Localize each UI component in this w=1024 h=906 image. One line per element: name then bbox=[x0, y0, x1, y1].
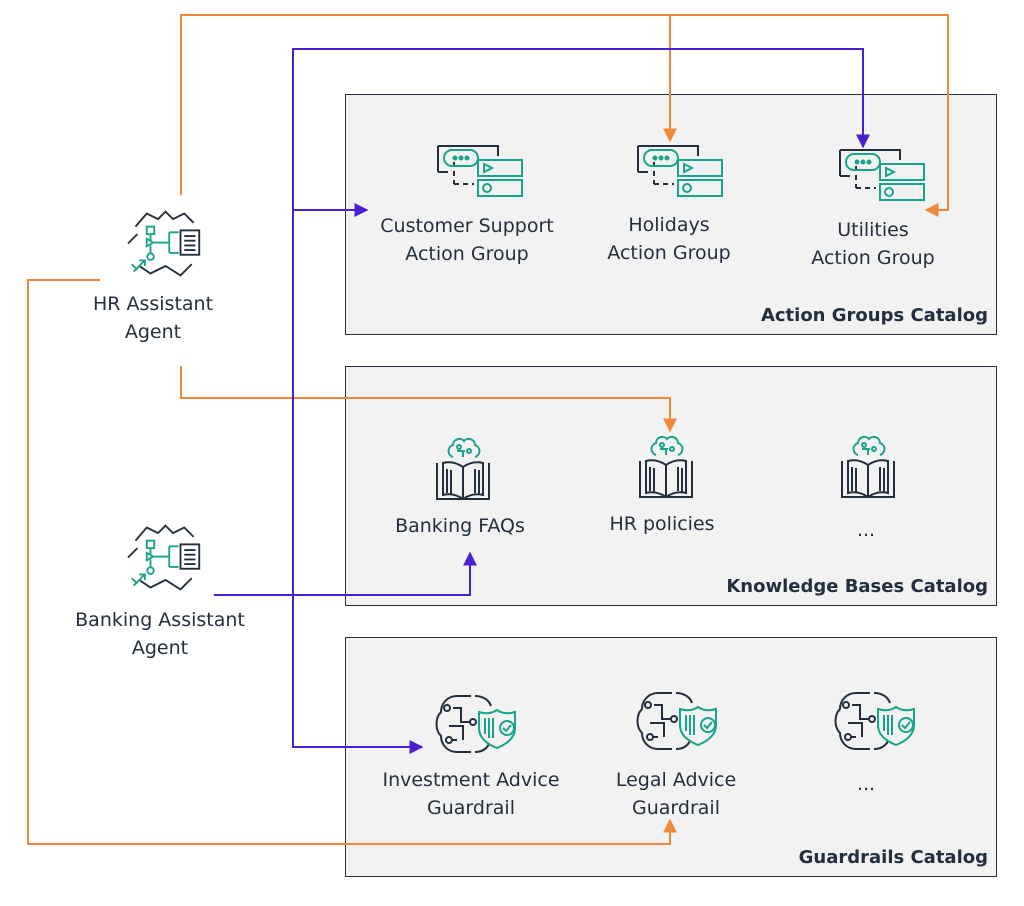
hr-agent-line2: Agent bbox=[124, 321, 182, 343]
guardrail-icon bbox=[634, 687, 724, 757]
banking-agent-line2: Agent bbox=[131, 637, 189, 659]
agent-icon bbox=[118, 520, 213, 595]
customer-support-line2: Action Group bbox=[405, 243, 529, 265]
guardrails-catalog-title: Guardrails Catalog bbox=[798, 847, 988, 868]
customer-support-line1: Customer Support bbox=[380, 215, 554, 237]
legal-advice-guardrail-label: Legal Advice Guardrail bbox=[616, 766, 736, 822]
action-group-icon bbox=[636, 140, 726, 200]
action-groups-catalog-title: Action Groups Catalog bbox=[760, 305, 988, 326]
knowledge-base-icon bbox=[636, 433, 696, 503]
investment-line2: Guardrail bbox=[427, 797, 515, 819]
guardrail-icon bbox=[832, 687, 922, 757]
hr-to-hr-policies-link bbox=[180, 366, 677, 433]
investment-line1: Investment Advice bbox=[382, 769, 560, 791]
agent-icon bbox=[118, 206, 213, 281]
banking-faqs-line1: Banking FAQs bbox=[395, 515, 525, 537]
legal-line2: Guardrail bbox=[632, 797, 720, 819]
hr-assistant-agent-label: HR Assistant Agent bbox=[93, 290, 213, 346]
hr-to-utilities-link bbox=[670, 14, 949, 217]
action-group-icon bbox=[436, 140, 526, 200]
guardrail-more-line1: ... bbox=[856, 773, 876, 795]
investment-advice-guardrail-label: Investment Advice Guardrail bbox=[382, 766, 559, 822]
banking-trunk-link bbox=[292, 48, 870, 594]
utilities-line1: Utilities bbox=[837, 219, 909, 241]
knowledge-base-icon bbox=[838, 433, 898, 503]
guardrail-more-label: ... bbox=[857, 770, 875, 798]
banking-to-investment-guardrail-link bbox=[292, 594, 424, 754]
hr-to-legal-guardrail-link bbox=[27, 279, 677, 845]
guardrail-icon bbox=[433, 690, 523, 760]
hr-policies-line1: HR policies bbox=[609, 513, 715, 535]
customer-support-action-group-label: Customer Support Action Group bbox=[380, 212, 553, 268]
knowledge-bases-catalog-title: Knowledge Bases Catalog bbox=[726, 576, 988, 597]
banking-faqs-label: Banking FAQs bbox=[395, 512, 525, 540]
hr-to-holidays-link bbox=[180, 14, 677, 195]
knowledge-base-icon bbox=[433, 435, 493, 505]
knowledge-base-more-label: ... bbox=[857, 516, 875, 544]
holidays-line2: Action Group bbox=[607, 242, 731, 264]
action-group-icon bbox=[838, 144, 928, 204]
kb-more-line1: ... bbox=[856, 519, 876, 541]
holidays-line1: Holidays bbox=[628, 214, 710, 236]
utilities-line2: Action Group bbox=[811, 247, 935, 269]
holidays-action-group-label: Holidays Action Group bbox=[607, 211, 730, 267]
banking-assistant-agent-label: Banking Assistant Agent bbox=[75, 606, 245, 662]
legal-line1: Legal Advice bbox=[615, 769, 737, 791]
hr-agent-line1: HR Assistant bbox=[92, 293, 214, 315]
banking-agent-line1: Banking Assistant bbox=[75, 609, 245, 631]
banking-to-banking-faqs-link bbox=[214, 551, 477, 596]
hr-policies-label: HR policies bbox=[609, 510, 714, 538]
utilities-action-group-label: Utilities Action Group bbox=[811, 216, 934, 272]
